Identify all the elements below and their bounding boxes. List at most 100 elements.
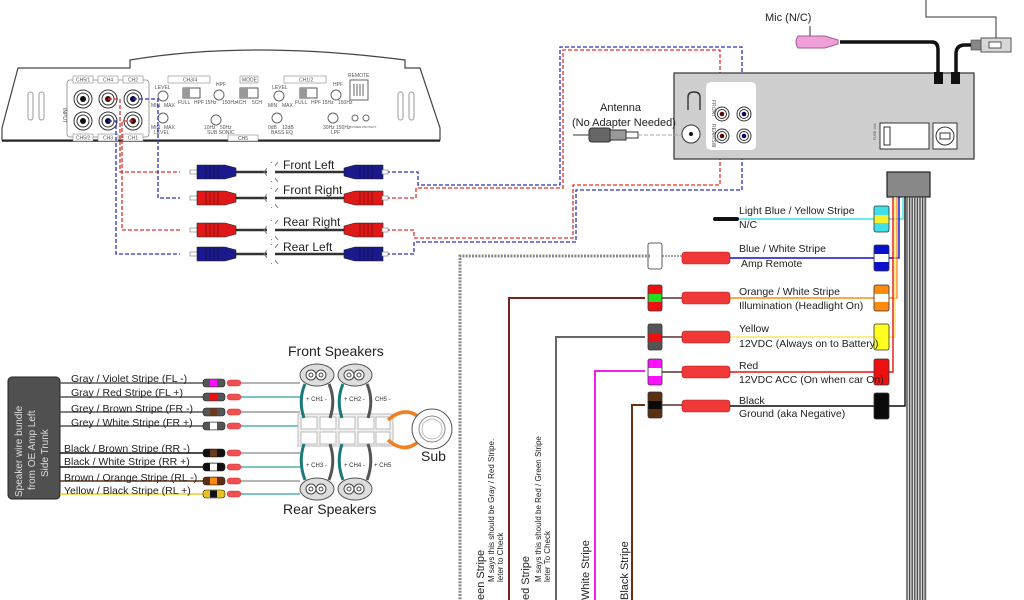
rca-plug-left[interactable]	[196, 164, 237, 180]
subsonic-knob[interactable]	[210, 114, 222, 126]
rca-plug-right[interactable]	[343, 190, 384, 206]
mic-cable: Mic (N/C)	[765, 12, 940, 74]
butt-connector[interactable]	[681, 399, 731, 413]
rca-jack-ch5-1[interactable]	[80, 96, 86, 102]
butt-connector[interactable]	[226, 393, 242, 401]
butt-connector[interactable]	[226, 463, 242, 471]
headunit-rear-right-jack[interactable]	[719, 133, 725, 139]
rca-label-rear-left: Rear Left	[283, 240, 333, 254]
ch12-hpf-knob[interactable]	[330, 89, 342, 101]
protect-led	[362, 114, 370, 122]
harness-connector-plug[interactable]	[873, 392, 890, 420]
headunit-front-right-jack[interactable]	[719, 111, 725, 117]
front-output-label: FRONT	[710, 100, 716, 117]
range-label: 10Hz	[204, 125, 216, 131]
hz-label: 15Hz	[205, 100, 217, 106]
bass-eq-label: BASS EQ	[271, 130, 293, 136]
speaker-wire	[60, 392, 300, 402]
sub-label: Sub	[421, 448, 446, 464]
hz-label: 150Hz	[222, 100, 237, 106]
headunit-front-left-jack[interactable]	[741, 111, 747, 117]
speaker-wire-label: Black / Brown Stripe (RR -)	[64, 443, 190, 455]
min-label: MIN	[268, 103, 278, 109]
speaker-wire	[60, 407, 300, 417]
butt-connector[interactable]	[226, 449, 242, 457]
range-label: 150Hz	[336, 125, 351, 131]
mic-jack[interactable]	[934, 72, 943, 84]
bundle-label-line-2: from OE Amp Left	[27, 410, 38, 490]
wire-name: Red	[739, 360, 758, 372]
front-channel-label: + CH1 -	[306, 397, 327, 403]
wire-front-red-to-headunit	[386, 49, 721, 199]
wire-rear-blue-to-headunit	[386, 137, 743, 255]
rca-plug-right[interactable]	[343, 164, 384, 180]
wire-front-blue-to-headunit	[386, 46, 743, 186]
butt-connector[interactable]	[226, 477, 242, 485]
vehicle-connector	[647, 284, 682, 312]
antenna-plug[interactable]	[588, 127, 612, 143]
channel-label: CH4	[103, 78, 113, 84]
mic-plug[interactable]	[795, 35, 839, 49]
remote-port[interactable]	[349, 79, 369, 101]
fuse-label: FUSE 10A	[873, 123, 877, 140]
subsonic-label: SUB SONIC	[207, 130, 235, 136]
wire-function: 12VDC ACC (On when car On)	[739, 374, 884, 386]
max-label: MAX	[164, 125, 176, 131]
vent-slot	[397, 91, 404, 121]
lpf-knob[interactable]	[327, 112, 339, 124]
usb-jack[interactable]	[951, 72, 960, 84]
head-unit: FRONT REAR/SW FUSE 10A	[673, 72, 975, 160]
speakers: Front Speakers Rear Speakers Sub	[283, 343, 453, 517]
speaker-wire-labels: Gray / Violet Stripe (FL -) Gray / Red S…	[64, 373, 197, 497]
harness-connector-plug[interactable]	[873, 358, 890, 386]
speaker-wire	[60, 489, 300, 499]
butt-connector[interactable]	[226, 408, 242, 416]
rca-jack-ch5-2[interactable]	[80, 118, 86, 124]
vertical-notes: een Stripe M says this should be Gray / …	[475, 436, 631, 600]
note-red-stripe-title: ed Stripe	[520, 556, 532, 600]
harness-wire	[681, 197, 894, 386]
rca-plug-left[interactable]	[196, 246, 237, 262]
butt-connector[interactable]	[226, 490, 242, 498]
range-label: 50Hz	[220, 125, 232, 131]
harness-wire	[713, 197, 904, 233]
ch34-label: CH3/4	[183, 78, 197, 84]
ch34-hpf-knob[interactable]	[213, 89, 225, 101]
acc-vehicle-wire	[594, 370, 645, 600]
rear-speakers-title: Rear Speakers	[283, 501, 376, 517]
min-label: MIN	[151, 103, 161, 109]
rca-label-front-right: Front Right	[283, 183, 343, 197]
wire-function: Amp Remote	[741, 258, 802, 270]
butt-connector[interactable]	[681, 251, 731, 265]
vehicle-connector	[647, 242, 682, 270]
rca-plug-left[interactable]	[196, 190, 237, 206]
butt-connector[interactable]	[681, 291, 731, 305]
max-label: MAX	[282, 103, 294, 109]
butt-connector[interactable]	[226, 422, 242, 430]
amplifier-controls: CH3/4 MODE CH1/2 REMOTE LEVEL MIN MAX FU…	[151, 73, 377, 142]
ch5-level-knob[interactable]	[157, 112, 169, 124]
bass-eq-knob[interactable]	[271, 112, 283, 124]
wire-rear-left-signal	[108, 120, 180, 255]
butt-connector[interactable]	[681, 330, 731, 344]
mic-label: Mic (N/C)	[765, 12, 811, 24]
butt-connector[interactable]	[681, 365, 731, 379]
rca-plug-right[interactable]	[343, 222, 384, 238]
hz-label: 150Hz	[338, 100, 353, 106]
front-channel-label: CH5 -	[375, 397, 391, 403]
harness-labels: Light Blue / Yellow Stripe N/C Blue / Wh…	[739, 205, 884, 420]
ch34-level-knob[interactable]	[157, 90, 169, 102]
bundle-label-line-1: Speaker wire bundle	[14, 405, 25, 497]
wire-name: Yellow	[739, 323, 769, 335]
vehicle-wire-plug[interactable]	[647, 242, 663, 270]
butt-connector[interactable]	[226, 379, 242, 387]
ch12-level-knob[interactable]	[273, 90, 285, 102]
speaker-wire-label: Grey / Brown Stripe (FR -)	[71, 403, 193, 415]
rca-plug-left[interactable]	[196, 222, 237, 238]
rca-plug-right[interactable]	[343, 246, 384, 262]
range-label: 12dB	[282, 125, 294, 131]
rca-signal-wires	[108, 46, 743, 255]
wire-name: Orange / White Stripe	[739, 286, 840, 298]
harness-connector-plug[interactable]	[873, 323, 890, 351]
headunit-rear-left-jack[interactable]	[741, 133, 747, 139]
